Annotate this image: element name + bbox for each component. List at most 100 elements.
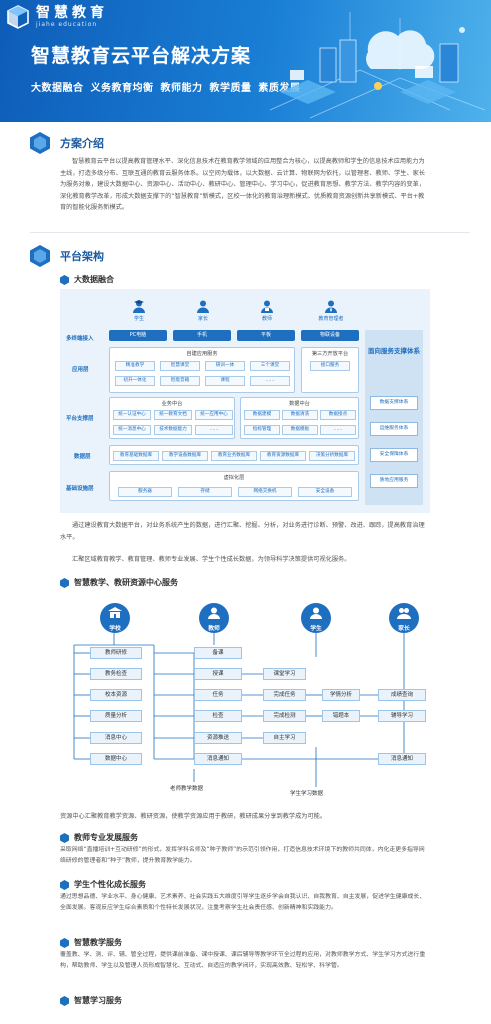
data-item[interactable]: 数据建模 — [244, 410, 280, 420]
infra-item[interactable]: 存储 — [178, 487, 232, 497]
flow-analysis-item[interactable]: 学情分析 — [322, 689, 360, 701]
subsection-head-resource: 智慧教学、教研资源中心服务 — [60, 577, 178, 588]
flow-teacher-item[interactable]: 备课 — [194, 647, 242, 659]
parent-icon — [197, 300, 209, 313]
hexagon-bullet-icon — [60, 995, 69, 1006]
infra-item[interactable]: 网络交换机 — [238, 487, 292, 497]
hexagon-bullet-icon — [60, 879, 69, 890]
app-item[interactable]: 课程 — [205, 376, 245, 386]
support-item[interactable]: …… — [195, 425, 233, 435]
hexagon-bullet-icon — [60, 832, 69, 843]
data-item[interactable]: 数据模板 — [282, 425, 318, 435]
support-item[interactable]: 统一认证中心 — [113, 410, 151, 420]
app-item[interactable]: 智能音箱 — [160, 376, 200, 386]
bigdata-paragraph-2: 汇聚区域教育教学、教育管理、教师专业发展、学生个性成长数据，为领导科学决策提供可… — [72, 556, 351, 563]
flow-parent-item[interactable]: 成绩查询 — [378, 689, 426, 701]
support-item[interactable]: 统一消息中心 — [113, 425, 151, 435]
database-item[interactable]: 教学设备数据库 — [162, 451, 208, 461]
flow-analysis-item[interactable]: 错题本 — [322, 710, 360, 722]
terminal-tablet[interactable]: 平板 — [237, 330, 295, 341]
admin-icon — [325, 300, 337, 313]
database-item[interactable]: 教育基础数据库 — [113, 451, 159, 461]
data-item[interactable]: 数据接点 — [320, 410, 356, 420]
role-admin: 教育管理者 — [318, 316, 344, 322]
data-item[interactable]: …… — [320, 425, 356, 435]
flow-parent-item[interactable]: 消息通知 — [378, 753, 426, 765]
teacher-dev-paragraph: 采取网络“直播培训+互动研修”的形式，发挥学科名师及“种子教师”的示范引领作用，… — [60, 847, 425, 864]
flow-teacher-item[interactable]: 消息通知 — [194, 753, 242, 765]
third-party-item[interactable]: 接口服务 — [310, 361, 350, 371]
infra-item[interactable]: 服务器 — [118, 487, 172, 497]
app-item[interactable]: 精准教学 — [115, 361, 155, 371]
resource-paragraph: 资源中心汇聚教育教学资源、教研资源，使教学资源应用于教研，教研成果分享到教学成为… — [60, 813, 327, 820]
row-label-infra: 基础设施层 — [66, 486, 94, 492]
support-item[interactable]: 技术数据能力 — [154, 425, 192, 435]
hexagon-bullet-icon — [60, 577, 69, 588]
subsection-head-smart-teaching: 智慧教学服务 — [60, 937, 122, 948]
side-item[interactable]: 安全保障体系 — [370, 448, 418, 462]
flow-teacher-item[interactable]: 资源推送 — [194, 732, 242, 744]
row-label-app: 应用层 — [72, 367, 89, 373]
teacher-icon — [208, 607, 220, 619]
database-item[interactable]: 决策分析数据库 — [309, 451, 355, 461]
side-item[interactable]: 质地应用服务 — [370, 474, 418, 488]
student-label: 学生 — [310, 626, 322, 632]
flow-student-item[interactable]: 完成任务 — [263, 689, 306, 701]
service-support-title: 面向服务支撑体系 — [368, 347, 420, 355]
terminal-phone[interactable]: 手机 — [173, 330, 231, 341]
subsection-title-smart-learning: 智慧学习服务 — [74, 996, 122, 1005]
flow-student-item[interactable]: 自主学习 — [263, 732, 306, 744]
data-middle-title: 数据中台 — [289, 401, 310, 407]
data-item[interactable]: 数据清洗 — [282, 410, 318, 420]
student-growth-paragraph: 通过思想品德、学业水平、身心健康、艺术素养、社会实践五大维度引导学生逐步学会自我… — [60, 894, 426, 911]
row-label-terminal: 多终端接入 — [66, 336, 94, 342]
terminal-iot[interactable]: 物联设备 — [301, 330, 359, 341]
flow-school-item[interactable]: 校本资源 — [90, 689, 142, 701]
subsection-head-smart-learning: 智慧学习服务 — [60, 995, 122, 1006]
flow-teacher-item[interactable]: 任务 — [194, 689, 242, 701]
business-middle-title: 业务中台 — [161, 401, 183, 407]
flow-school-item[interactable]: 质量分析 — [90, 710, 142, 722]
flow-school-item[interactable]: 消息中心 — [90, 732, 142, 744]
support-item[interactable]: 统一教育文档 — [154, 410, 192, 420]
app-item[interactable]: 智慧课堂 — [160, 361, 200, 371]
third-party-title: 第三方开放平台 — [311, 351, 349, 357]
role-student: 学生 — [133, 316, 144, 322]
flow-school-item[interactable]: 教师研修 — [90, 647, 142, 659]
app-item[interactable]: 研训一体 — [205, 361, 245, 371]
flow-student-item[interactable]: 课堂学习 — [263, 668, 306, 680]
flow-student-item[interactable]: 完成检测 — [263, 710, 306, 722]
flow-teacher-item[interactable]: 检查 — [194, 710, 242, 722]
side-item[interactable]: 运维服务体系 — [370, 422, 418, 436]
side-item[interactable]: 数据支撑体系 — [370, 396, 418, 410]
student-data-note: 学生学习数据 — [290, 791, 324, 797]
infra-item[interactable]: 安全设备 — [298, 487, 352, 497]
school-label: 学校 — [109, 626, 121, 632]
flow-parent-item[interactable]: 辅导学习 — [378, 710, 426, 722]
app-item[interactable]: 初升一体化 — [115, 376, 155, 386]
school-icon — [108, 607, 122, 618]
subsection-head-teacher-dev: 教师专业发展服务 — [60, 832, 138, 843]
infra-title: 虚拟化层 — [223, 475, 245, 481]
teacher-data-note: 老师教学数据 — [170, 786, 204, 792]
teacher-label: 教师 — [208, 626, 220, 632]
parent-label: 家长 — [398, 626, 410, 632]
teacher-icon — [261, 300, 273, 313]
app-item[interactable]: 三个课堂 — [250, 361, 290, 371]
flow-school-item[interactable]: 数据中心 — [90, 753, 142, 765]
banner: 智慧教育 jiahe education 智慧教育云平台解决方案 大数据融合 义… — [0, 0, 491, 122]
data-item[interactable]: 指标管理 — [244, 425, 280, 435]
subsection-head-bigdata: 大数据融合 — [60, 274, 114, 285]
cube-logo-icon — [7, 5, 29, 29]
subsection-title-resource: 智慧教学、教研资源中心服务 — [74, 578, 178, 587]
terminal-pc[interactable]: PC电脑 — [109, 330, 167, 341]
logo[interactable]: 智慧教育 jiahe education — [6, 5, 108, 29]
section-head-intro: 方案介绍 — [30, 132, 104, 154]
app-item[interactable]: …… — [250, 376, 290, 386]
database-item[interactable]: 教育业务数据库 — [211, 451, 257, 461]
section-title-platform: 平台架构 — [60, 250, 104, 263]
flow-school-item[interactable]: 教务检查 — [90, 668, 142, 680]
database-item[interactable]: 教育资源数据库 — [260, 451, 306, 461]
flow-teacher-item[interactable]: 授课 — [194, 668, 242, 680]
support-item[interactable]: 统一应用中心 — [195, 410, 233, 420]
